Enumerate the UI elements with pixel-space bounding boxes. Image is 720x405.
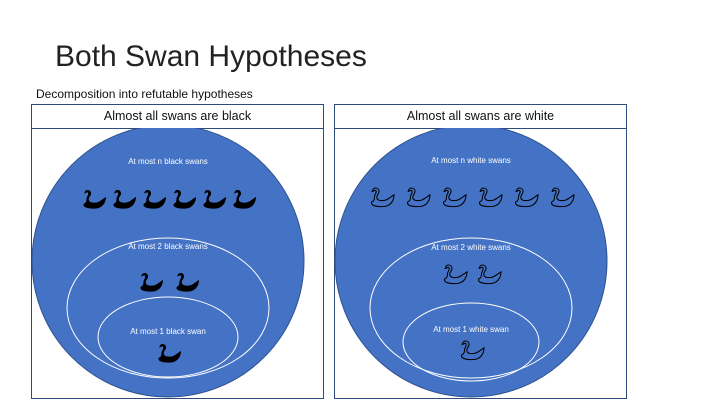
swan-icon <box>460 340 485 361</box>
level-label-2: At most 2 black swans <box>128 242 208 251</box>
swan-group-1 <box>158 344 181 363</box>
level-label-2: At most 2 white swans <box>431 243 511 252</box>
swan-group-2 <box>140 273 199 292</box>
slide-title: Both Swan Hypotheses <box>55 40 367 73</box>
swan-icon <box>143 190 166 209</box>
swan-icon <box>478 187 503 208</box>
level-label-n: At most n black swans <box>128 157 208 166</box>
inner-ellipse <box>402 302 540 382</box>
black-swans-panel: Almost all swans are black At most n bla… <box>31 104 324 399</box>
swan-icon <box>406 187 431 208</box>
swan-icon <box>233 190 256 209</box>
swan-icon <box>176 273 199 292</box>
swan-group-n <box>83 190 256 209</box>
swan-icon <box>140 273 163 292</box>
swan-icon <box>443 264 468 285</box>
swan-icon <box>550 187 575 208</box>
outer-circle <box>32 128 305 398</box>
black-swans-panel-title: Almost all swans are black <box>32 105 323 129</box>
white-swans-venn: At most n white swans At most 2 white sw… <box>335 128 608 398</box>
swan-group-1 <box>460 340 485 361</box>
swan-icon <box>83 190 106 209</box>
level-label-n: At most n white swans <box>431 156 511 165</box>
inner-ellipse <box>97 296 239 378</box>
swan-icon <box>442 187 467 208</box>
swan-icon <box>514 187 539 208</box>
level-label-1: At most 1 black swan <box>130 327 206 336</box>
middle-ellipse <box>369 237 573 379</box>
swan-icon <box>113 190 136 209</box>
swan-icon <box>203 190 226 209</box>
level-label-1: At most 1 white swan <box>433 325 509 334</box>
swan-icon <box>173 190 196 209</box>
outer-circle <box>335 128 608 398</box>
swan-icon <box>370 187 395 208</box>
middle-ellipse <box>66 237 270 379</box>
swan-group-2 <box>443 264 502 285</box>
swan-icon <box>477 264 502 285</box>
swan-icon <box>158 344 181 363</box>
swan-group-n <box>370 187 575 208</box>
white-swans-panel: Almost all swans are white At most n whi… <box>334 104 627 399</box>
slide-subtitle: Decomposition into refutable hypotheses <box>36 87 253 101</box>
white-swans-panel-title: Almost all swans are white <box>335 105 626 129</box>
black-swans-venn: At most n black swans At most 2 black sw… <box>32 128 305 398</box>
